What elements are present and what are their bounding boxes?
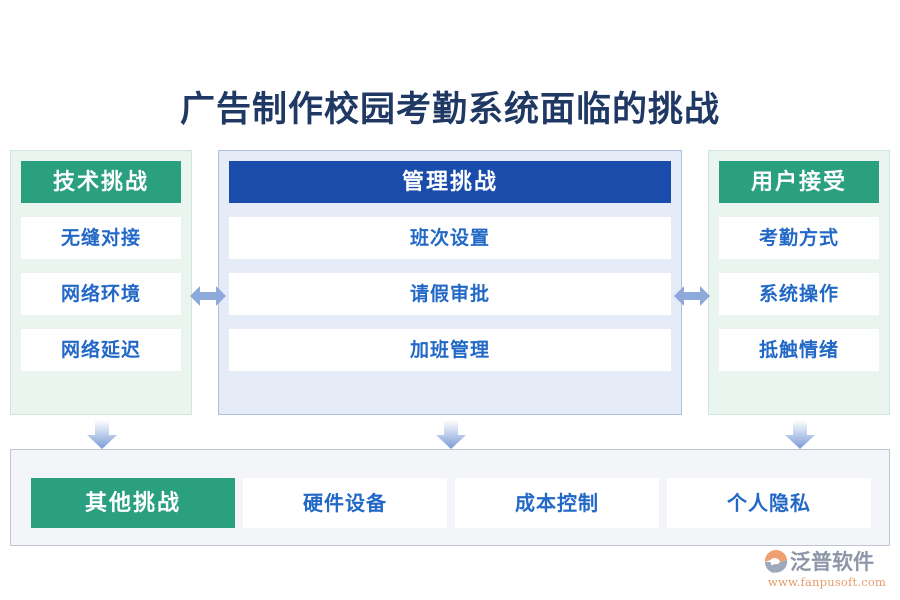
double-arrow-horizontal-icon — [190, 283, 226, 309]
bottom-panel-other-challenges: 其他挑战 硬件设备 成本控制 个人隐私 — [10, 449, 890, 546]
page-title: 广告制作校园考勤系统面临的挑战 — [179, 89, 720, 130]
column-header-user-acceptance: 用户接受 — [719, 161, 879, 203]
column-item[interactable]: 请假审批 — [229, 273, 671, 315]
column-user-acceptance: 用户接受 考勤方式 系统操作 抵触情绪 — [708, 150, 890, 415]
arrow-down-icon — [436, 420, 466, 450]
bottom-item[interactable]: 个人隐私 — [667, 478, 871, 528]
brand-logo: 泛普软件 www.fanpusoft.com — [762, 548, 892, 592]
logo-url: www.fanpusoft.com — [767, 575, 887, 589]
logo-top-row: 泛普软件 — [762, 548, 892, 576]
column-item[interactable]: 抵触情绪 — [719, 329, 879, 371]
fanpu-swoosh-icon — [762, 549, 790, 575]
column-management: 管理挑战 班次设置 请假审批 加班管理 — [218, 150, 682, 415]
column-header-technical: 技术挑战 — [21, 161, 181, 203]
column-item[interactable]: 网络延迟 — [21, 329, 181, 371]
column-item[interactable]: 班次设置 — [229, 217, 671, 259]
column-item[interactable]: 系统操作 — [719, 273, 879, 315]
column-item[interactable]: 考勤方式 — [719, 217, 879, 259]
bottom-row: 其他挑战 硬件设备 成本控制 个人隐私 — [31, 478, 871, 528]
column-item[interactable]: 加班管理 — [229, 329, 671, 371]
arrow-down-icon — [87, 420, 117, 450]
logo-name: 泛普软件 — [790, 550, 874, 574]
column-header-management: 管理挑战 — [229, 161, 671, 203]
column-item[interactable]: 网络环境 — [21, 273, 181, 315]
column-technical: 技术挑战 无缝对接 网络环境 网络延迟 — [10, 150, 192, 415]
bottom-item[interactable]: 硬件设备 — [243, 478, 447, 528]
bottom-item[interactable]: 成本控制 — [455, 478, 659, 528]
column-item[interactable]: 无缝对接 — [21, 217, 181, 259]
arrow-down-icon — [785, 420, 815, 450]
bottom-header-other: 其他挑战 — [31, 478, 235, 528]
double-arrow-horizontal-icon — [674, 283, 710, 309]
